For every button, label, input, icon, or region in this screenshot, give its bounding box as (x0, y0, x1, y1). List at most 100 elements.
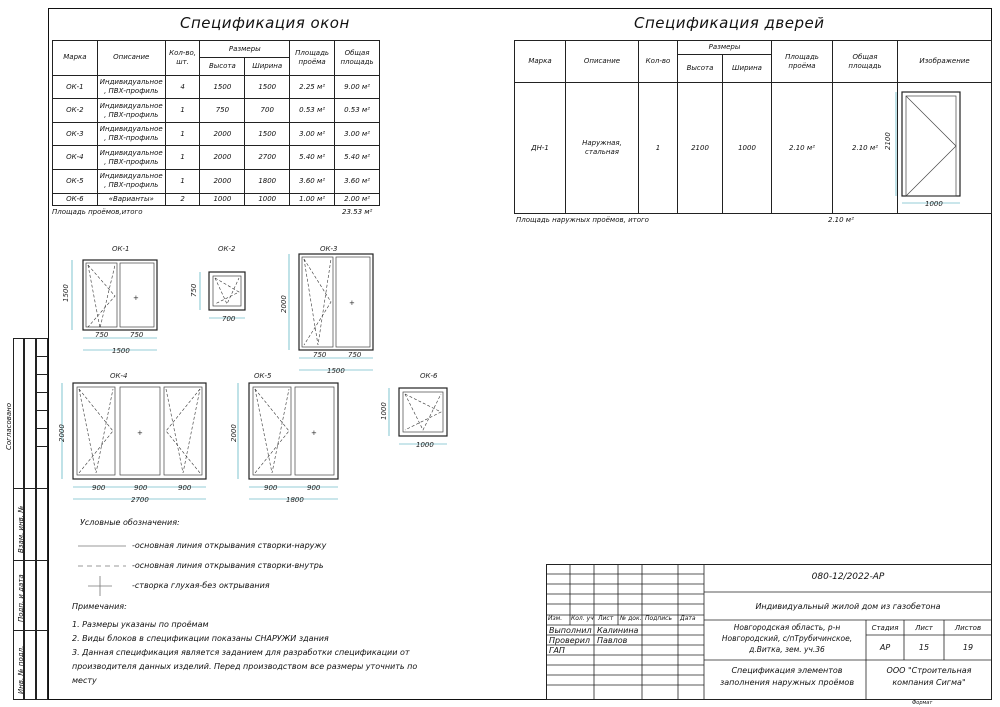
stage-label: Стадия (871, 624, 899, 632)
table-cell: ОК-3 (52, 121, 98, 147)
table-cell: 3.00 м² (289, 121, 336, 147)
svg-text:1000: 1000 (416, 441, 434, 449)
name-2: Павлов (597, 636, 628, 645)
svg-text:ОК-4: ОК-4 (110, 372, 127, 380)
hdr-kol: Кол. уч (571, 615, 594, 622)
svg-text:1800: 1800 (286, 496, 304, 504)
table-cell: 0.53 м² (334, 98, 380, 123)
name-1: Калинина (597, 626, 639, 635)
svg-text:1000: 1000 (380, 402, 388, 420)
svg-text:900: 900 (264, 484, 278, 492)
note-2: 2. Виды блоков в спецификации показаны С… (72, 634, 329, 643)
sheet-label: Лист (915, 624, 933, 632)
svg-text:900: 900 (307, 484, 321, 492)
table-cell: 3.60 м² (334, 168, 380, 194)
table-cell: ОК-1 (52, 74, 98, 100)
svg-text:1500: 1500 (62, 284, 70, 302)
svg-text:ОК-1: ОК-1 (112, 245, 129, 253)
svg-text:750: 750 (130, 331, 144, 339)
window-ok2: ОК-2 750 700 (190, 245, 246, 323)
svg-text:ОК-6: ОК-6 (420, 372, 438, 380)
table-cell: 750 (199, 98, 246, 123)
hdr-sign: Подпись (645, 615, 672, 622)
table-cell: ОК-4 (52, 145, 98, 170)
door-col-mark: Марка (514, 40, 566, 83)
table-cell: 5.40 м² (334, 145, 380, 170)
window-ok4: ОК-4 + 2000 900 900 900 2700 (58, 372, 207, 504)
door-dn1-image: 2100 1000 (884, 91, 961, 208)
side-stamp (13, 338, 48, 700)
svg-text:1500: 1500 (112, 347, 130, 355)
table-cell: Индивидуальное, ПВХ-профиль (96, 74, 166, 100)
table-cell: 3.60 м² (289, 168, 336, 194)
legend-title: Условные обозначения: (80, 518, 180, 527)
svg-text:+: + (133, 294, 139, 302)
title-block (546, 564, 992, 700)
svg-text:750: 750 (313, 351, 327, 359)
legend-symbols (78, 545, 126, 596)
table-cell: 1 (164, 121, 201, 147)
window-ok5: ОК-5 + 2000 900 900 1800 (230, 372, 339, 504)
col-height: Высота (199, 57, 246, 76)
table-cell: Индивидуальное, ПВХ-профиль (96, 121, 166, 147)
format-label: Формат (912, 700, 933, 706)
doors-footer-label: Площадь наружных проёмов, итого (516, 216, 649, 224)
svg-text:+: + (349, 299, 355, 307)
hdr-izm: Изм. (548, 615, 563, 622)
stamp-code: 080-12/2022-АР (811, 572, 885, 582)
sheet-value: 15 (918, 643, 930, 652)
sheets-value: 19 (962, 643, 974, 652)
table-cell: «Варианты» (96, 192, 166, 207)
col-mark: Марка (52, 40, 98, 76)
drawing-frame (48, 8, 992, 700)
notes-block: Примечания: 1. Размеры указаны по проёма… (72, 600, 472, 688)
svg-text:2000: 2000 (58, 424, 66, 442)
svg-text:900: 900 (178, 484, 192, 492)
col-desc: Описание (96, 40, 166, 76)
table-cell: 1500 (244, 121, 291, 147)
table-cell: 3.00 м² (334, 121, 380, 147)
legend-item-outward: -основная линия открывания створки-наруж… (132, 541, 327, 550)
doors-footer-value: 2.10 м² (828, 216, 854, 224)
col-width: Ширина (244, 57, 291, 76)
windows-title: Спецификация окон (180, 14, 350, 32)
table-cell: 1.00 м² (289, 192, 336, 207)
note-3c: месту (72, 676, 97, 685)
table-cell: 2000 (199, 121, 246, 147)
table-cell: 1000 (199, 192, 246, 207)
svg-text:900: 900 (134, 484, 148, 492)
table-cell: 4 (164, 74, 201, 100)
role-1: Выполнил (549, 626, 592, 635)
legend-item-fixed: -створка глухая-без октрывания (132, 581, 270, 590)
svg-text:+: + (137, 429, 143, 437)
svg-text:2000: 2000 (280, 295, 288, 313)
svg-text:750: 750 (95, 331, 109, 339)
table-cell: 2.00 м² (334, 192, 380, 207)
windows-footer-label: Площадь проёмов,итого (52, 208, 143, 216)
stage-value: АР (879, 643, 891, 652)
door-dim-h: 2100 (884, 132, 892, 150)
stamp-project: Индивидуальный жилой дом из газобетона (755, 602, 941, 611)
table-cell: 9.00 м² (334, 74, 380, 100)
svg-text:2700: 2700 (131, 496, 149, 504)
svg-text:2000: 2000 (230, 424, 238, 442)
legend-item-inward: -основная линия открывания створки-внутр… (132, 561, 324, 570)
windows-footer-value: 23.53 м² (342, 208, 373, 216)
window-ok6: ОК-6 1000 1000 (380, 372, 448, 449)
door-row: ДН-1 Наружная,стальная 1 2100 1000 2.10 … (514, 82, 992, 214)
table-cell: 1 (164, 168, 201, 194)
table-cell: 5.40 м² (289, 145, 336, 170)
